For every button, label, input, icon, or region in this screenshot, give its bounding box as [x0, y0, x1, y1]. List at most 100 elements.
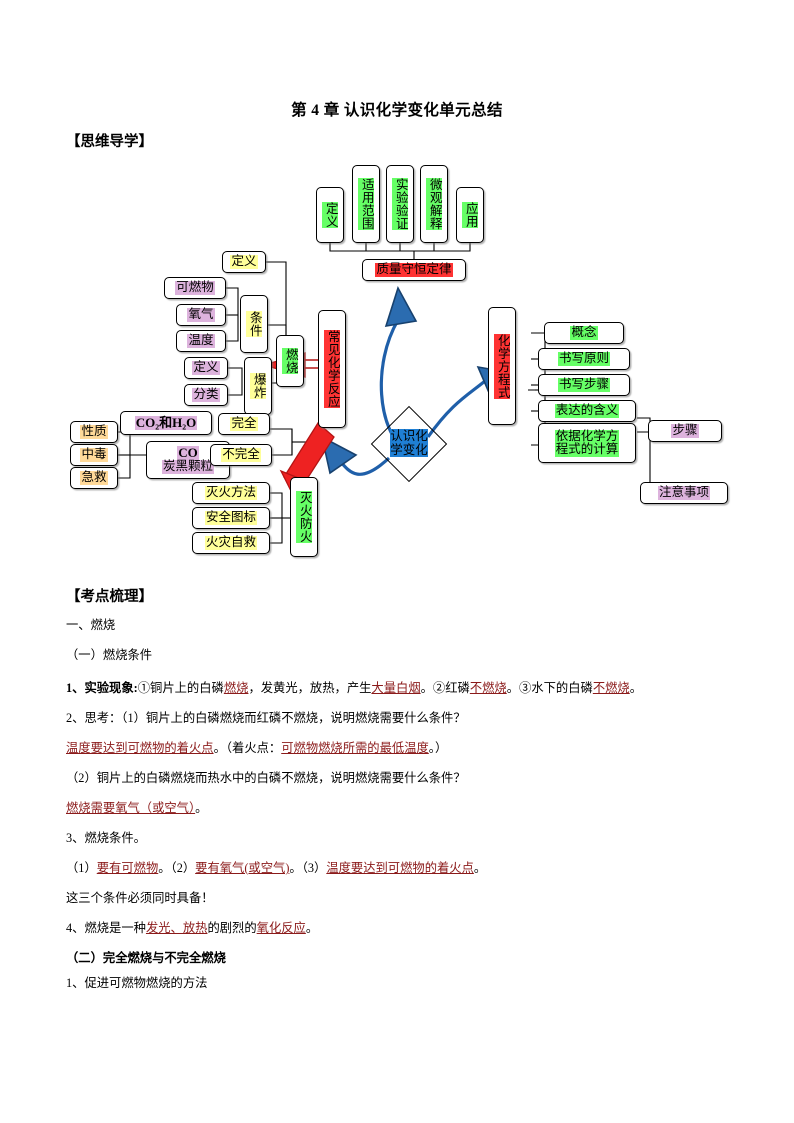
mindmap-node-co-poisoning[interactable]: 中毒 [70, 444, 118, 466]
mindmap-node-writing-steps[interactable]: 书写步骤 [538, 374, 630, 396]
seg-highlight: 燃烧需要氧气（或空气） [66, 801, 196, 815]
mindmap-node-conditions[interactable]: 条件 [240, 295, 268, 353]
node-label: 定义 [192, 360, 220, 375]
mindmap-node-incomplete-combustion[interactable]: 不完全 [210, 444, 272, 466]
mindmap-node-complete-combustion[interactable]: 完全 [218, 413, 270, 435]
mindmap-node-scope[interactable]: 适用范围 [352, 165, 380, 243]
seg: 。） [428, 741, 448, 755]
mindmap-node-calc-steps[interactable]: 步骤 [648, 420, 722, 442]
node-label: 步骤 [671, 423, 699, 438]
review-line-promote-combustion: 1、促进可燃物燃烧的方法 [66, 976, 208, 990]
seg-highlight: 大量白烟 [371, 681, 421, 695]
mindmap-node-experiment-verify[interactable]: 实验验证 [386, 165, 414, 243]
node-label: 应用 [462, 202, 478, 228]
seg: 4、燃烧是一种 [66, 921, 146, 935]
mindmap-node-co-property[interactable]: 性质 [70, 421, 118, 443]
mindmap-node-explosion-definition[interactable]: 定义 [184, 357, 228, 379]
mindmap-node-temperature[interactable]: 温度 [176, 330, 226, 352]
mindmap-node-combustible[interactable]: 可燃物 [164, 277, 226, 299]
mindmap-node-explosion-definition-top[interactable]: 定义 [222, 251, 266, 273]
node-label: 质量守恒定律 [375, 262, 453, 277]
review-line-thinking: 2、思考：（1）铜片上的白磷燃烧而红磷不燃烧，说明燃烧需要什么条件？ [66, 711, 466, 725]
node-label: 实验验证 [392, 178, 408, 230]
mindmap-node-co-firstaid[interactable]: 急救 [70, 467, 118, 489]
seg: ，发黄光，放热，产生 [248, 681, 372, 695]
mindmap-node-explosion-classification[interactable]: 分类 [184, 384, 228, 406]
seg: 的剧烈的 [207, 921, 257, 935]
review-line-all-three: 这三个条件必须同时具备！ [66, 891, 214, 905]
mindmap-node-common-reactions[interactable]: 常见化学反应 [318, 310, 346, 428]
node-label-line2: 程式的计算 [554, 442, 620, 457]
node-label: 微观解释 [426, 178, 442, 230]
node-label: 爆炸 [250, 373, 266, 399]
node-label: 分类 [192, 387, 220, 402]
node-label: 中毒 [80, 447, 108, 462]
seg: 。②红磷 [420, 681, 470, 695]
mindmap-node-extinguish-methods[interactable]: 灭火方法 [192, 482, 270, 504]
seg-highlight: 不燃烧 [592, 681, 630, 695]
review-line-conditions-heading: 3、燃烧条件。 [66, 831, 146, 845]
section-heading-review: 【考点梳理】 [66, 589, 153, 605]
node-label-line2: 炭黑颗粒 [161, 459, 214, 474]
mindmap-node-co2-h2o[interactable]: CO₂和H₂O [120, 411, 212, 435]
node-label: 氧气 [187, 307, 215, 322]
node-label: 温度 [187, 333, 215, 348]
mindmap-node-safety-signs[interactable]: 安全图标 [192, 507, 270, 529]
mindmap-node-co-soot[interactable]: CO 炭黑颗粒 [146, 441, 230, 479]
node-label: 条件 [246, 311, 262, 337]
page-title: 第 4 章 认识化学变化单元总结 [291, 102, 503, 119]
seg: 。（着火点： [213, 741, 282, 755]
mindmap-node-chemical-equation[interactable]: 化学方程式 [488, 307, 516, 425]
mindmap-node-fire-prevention[interactable]: 灭火防火 [290, 477, 318, 557]
node-label: 灭火防火 [296, 491, 312, 543]
mindmap-node-meaning-expressed[interactable]: 表达的含义 [538, 400, 636, 422]
seg: 。（2） [158, 861, 196, 875]
line-prefix: 1、实验现象: [66, 681, 138, 695]
mindmap-node-writing-principle[interactable]: 书写原则 [538, 348, 630, 370]
seg-highlight: 不燃烧 [469, 681, 507, 695]
seg-highlight: 温度要达到可燃物的着火点 [66, 741, 214, 755]
review-line-oxidation: 4、燃烧是一种发光、放热的剧烈的氧化反应。 [66, 921, 738, 937]
mindmap-node-mass-conservation-law[interactable]: 质量守恒定律 [362, 259, 466, 281]
node-label: 适用范围 [358, 178, 374, 230]
mindmap-node-combustion[interactable]: 燃烧 [276, 335, 304, 387]
seg-highlight: 可燃物燃烧所需的最低温度 [281, 741, 429, 755]
review-line-needs-oxygen: 燃烧需要氧气（或空气）。 [66, 801, 738, 817]
mindmap-node-micro-explain[interactable]: 微观解释 [420, 165, 448, 243]
node-label: 可燃物 [175, 280, 215, 295]
node-label: 燃烧 [282, 348, 298, 374]
node-label: 化学方程式 [494, 333, 510, 399]
mindmap-node-application[interactable]: 应用 [456, 187, 484, 243]
mindmap-node-oxygen[interactable]: 氧气 [176, 304, 226, 326]
seg: 。 [473, 861, 487, 875]
section-heading-mindmap: 【思维导学】 [66, 134, 153, 150]
node-label: 火灾自救 [204, 535, 257, 550]
mindmap-node-equation-concept[interactable]: 概念 [544, 322, 624, 344]
node-label: 急救 [80, 470, 108, 485]
node-label-line1: 认识化 [390, 429, 428, 443]
node-label: 定义 [322, 202, 338, 228]
node-label-line2: 学变化 [390, 443, 428, 457]
node-label: 书写原则 [557, 351, 610, 366]
mindmap-node-core-topic[interactable]: 认识化 学变化 [378, 423, 440, 463]
review-subtopic-1: （一）燃烧条件 [66, 648, 153, 662]
seg-highlight: 燃烧 [223, 681, 249, 695]
node-label: 安全图标 [204, 510, 257, 525]
seg-highlight: 要有氧气(或空气) [195, 861, 290, 875]
node-label: 常见化学反应 [324, 330, 340, 408]
node-label: 定义 [230, 254, 258, 269]
mindmap-node-calc-notes[interactable]: 注意事项 [640, 482, 728, 504]
node-label: 概念 [570, 325, 598, 340]
review-line-conditions-list: （1）要有可燃物。（2）要有氧气(或空气)。（3）温度要达到可燃物的着火点。 [66, 861, 738, 877]
node-label: 注意事项 [657, 485, 710, 500]
seg-highlight: 氧化反应 [256, 921, 306, 935]
seg-highlight: 要有可燃物 [96, 861, 159, 875]
seg: 。 [305, 921, 319, 935]
mindmap-node-explosion[interactable]: 爆炸 [244, 357, 272, 415]
mindmap-node-fire-self-rescue[interactable]: 火灾自救 [192, 532, 270, 554]
seg: 。 [629, 681, 643, 695]
mindmap-node-equation-calculation[interactable]: 依据化学方 程式的计算 [538, 423, 636, 463]
seg-highlight: 温度要达到可燃物的着火点 [326, 861, 474, 875]
mindmap-node-definition-top[interactable]: 定义 [316, 187, 344, 243]
seg-highlight: 发光、放热 [145, 921, 208, 935]
